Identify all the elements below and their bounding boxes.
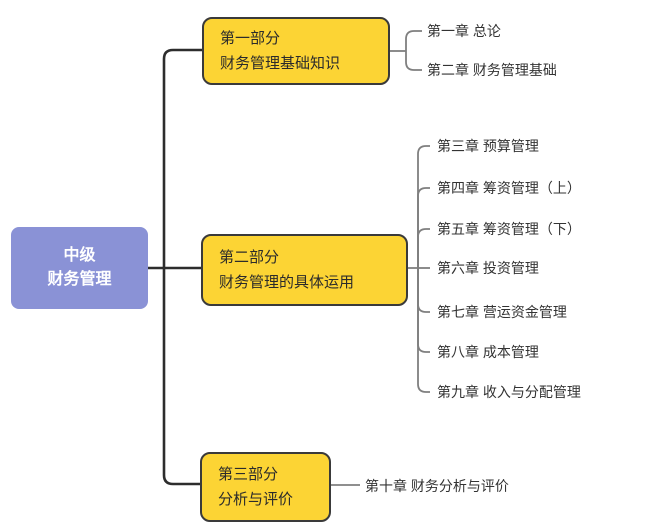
connector-part1-to-ch1 xyxy=(405,30,422,51)
node-chapter-9[interactable]: 第九章 收入与分配管理 xyxy=(437,384,581,400)
node-chapter-7[interactable]: 第七章 营运资金管理 xyxy=(437,304,567,320)
connector-part2-to-ch3 xyxy=(417,145,430,268)
node-part-2[interactable]: 第二部分 财务管理的具体运用 xyxy=(201,234,408,306)
connector-part1-to-ch2 xyxy=(405,51,422,71)
connector-part2-to-ch9 xyxy=(417,268,430,393)
node-chapter-8[interactable]: 第八章 成本管理 xyxy=(437,344,539,360)
part-1-line2: 财务管理基础知识 xyxy=(220,55,341,72)
part2-chapter-lines xyxy=(408,145,430,393)
connector-part2-to-ch7 xyxy=(417,268,430,313)
node-chapter-3[interactable]: 第三章 预算管理 xyxy=(437,138,539,154)
part-3-line2: 分析与评价 xyxy=(218,491,294,508)
node-chapter-1[interactable]: 第一章 总论 xyxy=(427,23,501,39)
connector-part2-to-ch4 xyxy=(417,187,430,268)
main-branch-lines xyxy=(148,48,202,486)
node-chapter-2[interactable]: 第二章 财务管理基础 xyxy=(427,62,557,78)
node-chapter-5[interactable]: 第五章 筹资管理（下） xyxy=(437,221,581,237)
part1-chapter-lines xyxy=(390,30,422,71)
root-node[interactable]: 中级 财务管理 xyxy=(11,227,148,309)
node-chapter-6[interactable]: 第六章 投资管理 xyxy=(437,260,539,276)
part-2-line1: 第二部分 xyxy=(219,249,280,266)
node-part-1[interactable]: 第一部分 财务管理基础知识 xyxy=(202,17,390,85)
connector-part2-to-ch5 xyxy=(417,228,430,268)
node-chapter-10[interactable]: 第十章 财务分析与评价 xyxy=(365,478,509,494)
connector-root-to-part3 xyxy=(162,268,200,486)
node-chapter-4[interactable]: 第四章 筹资管理（上） xyxy=(437,180,581,196)
part-2-line2: 财务管理的具体运用 xyxy=(219,274,355,291)
part-1-line1: 第一部分 xyxy=(220,30,281,47)
root-node-line2: 财务管理 xyxy=(47,271,112,288)
node-part-3[interactable]: 第三部分 分析与评价 xyxy=(200,452,331,522)
part-3-line1: 第三部分 xyxy=(218,466,279,483)
connector-root-to-part1 xyxy=(162,48,202,268)
root-node-line1: 中级 xyxy=(63,247,96,264)
